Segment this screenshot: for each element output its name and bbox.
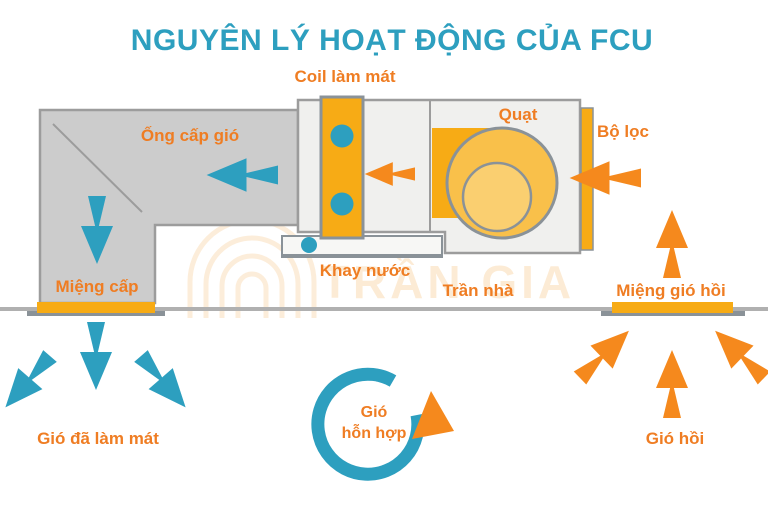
watermark-text: TRẦN GIA [320, 256, 576, 308]
cooled-air-arrow-right [128, 345, 198, 418]
watermark-arch [203, 235, 301, 318]
mixed-air-arrowhead [412, 391, 454, 439]
ceiling-line [0, 307, 768, 311]
duct-diagonal-line [52, 123, 143, 213]
coil-water-dot [330, 124, 354, 148]
supply-duct-shape [38, 108, 300, 305]
return-air-up-arrow-upper [656, 210, 688, 278]
return-air-arrow-left [568, 319, 641, 390]
coil-water-dot [330, 192, 354, 216]
fan-shape [432, 126, 559, 240]
return-air-arrow-right [703, 319, 768, 390]
water-tray-shape [281, 235, 443, 258]
watermark-arch [235, 271, 269, 318]
mixed-air-cycle-arrow [311, 367, 454, 481]
water-drop-dot [301, 237, 317, 253]
cooled-air-arrow-left [0, 345, 63, 418]
cooling-coil-shape [319, 95, 365, 240]
cooled-air-arrow-center [80, 322, 112, 390]
return-air-grille [601, 302, 745, 316]
watermark-arch [219, 253, 285, 318]
supply-outlet-grille [27, 302, 165, 316]
return-air-arrow-center [656, 350, 688, 418]
